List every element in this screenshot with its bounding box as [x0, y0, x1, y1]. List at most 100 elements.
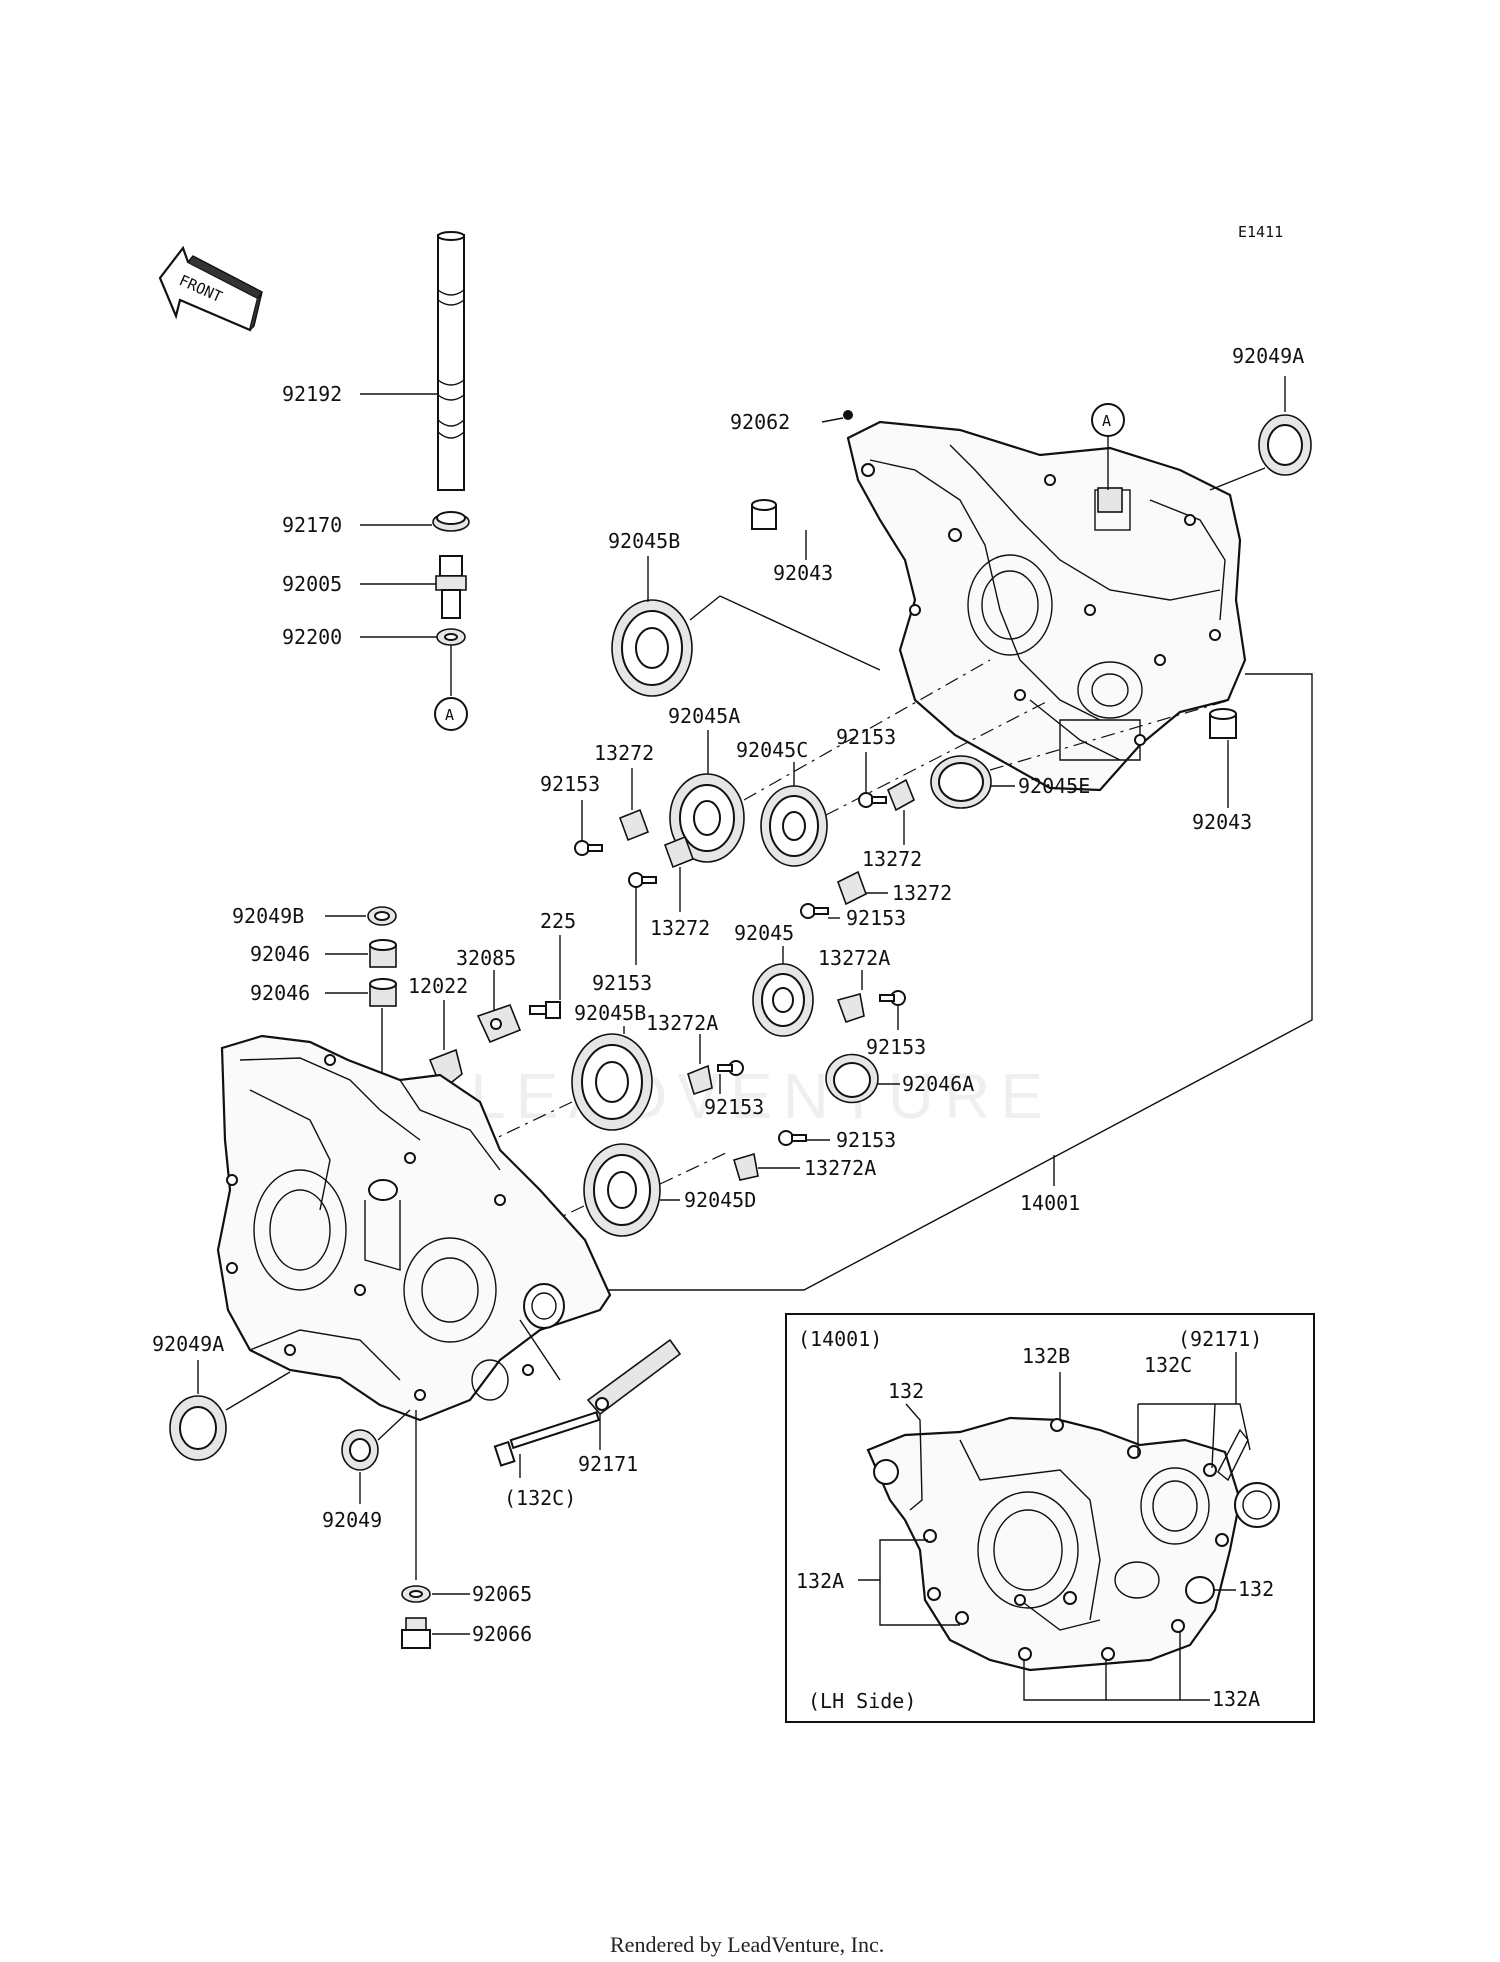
- bearing-92045A: [669, 773, 745, 863]
- bolt-225: [529, 1001, 561, 1019]
- label-13272-a: 13272: [594, 741, 654, 765]
- plate-13272-a: [618, 808, 650, 842]
- inset-label-132A-bottom: 132A: [1212, 1687, 1260, 1711]
- guide-92171: [586, 1338, 682, 1416]
- label-92171: 92171: [578, 1452, 638, 1476]
- screw-92153-b: [628, 872, 657, 888]
- bolt-132C: [493, 1411, 601, 1467]
- diagram-code: E1411: [1238, 223, 1283, 241]
- label-92192: 92192: [282, 382, 342, 406]
- label-92049: 92049: [322, 1508, 382, 1532]
- oil-seal-92049A-top: [1258, 414, 1312, 476]
- bolt-92062: [843, 410, 853, 420]
- ref-marker-a-left: A: [434, 697, 468, 731]
- front-arrow-icon: FRONT: [158, 245, 264, 332]
- screw-92153-c: [858, 792, 887, 808]
- plate-13272A-a: [836, 990, 906, 1024]
- label-92045A: 92045A: [668, 704, 740, 728]
- label-92066: 92066: [472, 1622, 532, 1646]
- plate-13272-d: [837, 870, 867, 906]
- dowel-pin-92043-top: [751, 499, 777, 530]
- inset-lh-side: (14001) (LH Side) (92171) 132 132B 132C …: [785, 1313, 1315, 1723]
- plate-13272A-b: [687, 1060, 744, 1096]
- label-92200: 92200: [282, 625, 342, 649]
- label-13272-b: 13272: [650, 916, 710, 940]
- label-92045: 92045: [734, 921, 794, 945]
- plate-13272-c: [886, 778, 916, 812]
- bearing-92045B-mid: [571, 1033, 653, 1131]
- label-225: 225: [540, 909, 576, 933]
- label-92153-c: 92153: [836, 725, 896, 749]
- label-92049B: 92049B: [232, 904, 304, 928]
- screw-92153-g: [778, 1130, 807, 1146]
- label-13272A-b: 13272A: [646, 1011, 718, 1035]
- label-92065: 92065: [472, 1582, 532, 1606]
- label-92045E: 92045E: [1018, 774, 1090, 798]
- inset-label-132A-left: 132A: [796, 1569, 844, 1593]
- svg-text:A: A: [1102, 412, 1111, 430]
- plate-13272A-c: [733, 1152, 759, 1181]
- bracket-32085: [476, 1003, 522, 1044]
- breather-hose-92192: [437, 231, 465, 491]
- label-92045D: 92045D: [684, 1188, 756, 1212]
- washer-92200: [436, 628, 466, 646]
- screw-92153-a: [574, 840, 603, 856]
- right-crankcase-half: [846, 420, 1247, 792]
- inset-label-92171: (92171): [1178, 1327, 1262, 1351]
- inset-subtitle: (LH Side): [808, 1689, 916, 1713]
- inset-label-132B: 132B: [1022, 1344, 1070, 1368]
- label-12022: 12022: [408, 974, 468, 998]
- label-13272-c: 13272: [862, 847, 922, 871]
- label-132C-paren: (132C): [504, 1486, 576, 1510]
- label-92045B-top: 92045B: [608, 529, 680, 553]
- label-13272A-a: 13272A: [818, 946, 890, 970]
- drain-bolt-92066: [401, 1617, 431, 1649]
- watermark: LEADVENTURE: [470, 1060, 1053, 1132]
- label-92153-a: 92153: [540, 772, 600, 796]
- label-92045C: 92045C: [736, 738, 808, 762]
- svg-text:A: A: [445, 706, 454, 724]
- label-92043-top: 92043: [773, 561, 833, 585]
- bushing-92046-b: [369, 978, 397, 1007]
- label-92170: 92170: [282, 513, 342, 537]
- footer-credit: Rendered by LeadVenture, Inc.: [610, 1932, 884, 1957]
- label-92043-right: 92043: [1192, 810, 1252, 834]
- label-13272-d: 13272: [892, 881, 952, 905]
- left-crankcase-half: [216, 1034, 612, 1422]
- needle-bearing-92045E: [930, 755, 992, 809]
- label-13272A-c: 13272A: [804, 1156, 876, 1180]
- dowel-pin-92043-right: [1209, 708, 1237, 739]
- bearing-92045C: [760, 785, 828, 867]
- oil-seal-92049A-left: [169, 1395, 227, 1461]
- label-92046-a: 92046: [250, 942, 310, 966]
- ref-marker-a-right: A: [1091, 403, 1125, 437]
- inset-label-132C: 132C: [1144, 1353, 1192, 1377]
- fitting-92005: [435, 555, 467, 619]
- label-92046A: 92046A: [902, 1072, 974, 1096]
- screw-92153-d: [800, 903, 829, 919]
- inset-label-132-top: 132: [888, 1379, 924, 1403]
- label-14001: 14001: [1020, 1191, 1080, 1215]
- label-92153-g: 92153: [836, 1128, 896, 1152]
- label-92153-b: 92153: [592, 971, 652, 995]
- seal-92049: [341, 1429, 379, 1471]
- hose-clamp-92170: [432, 511, 470, 532]
- label-92062: 92062: [730, 410, 790, 434]
- seal-92049B: [367, 906, 397, 926]
- label-92153-d: 92153: [846, 906, 906, 930]
- label-92045B-mid: 92045B: [574, 1001, 646, 1025]
- label-92046-b: 92046: [250, 981, 310, 1005]
- inset-label-132-right: 132: [1238, 1577, 1274, 1601]
- washer-92065: [401, 1585, 431, 1603]
- bearing-92045B-top: [611, 599, 693, 697]
- label-92049A-top: 92049A: [1232, 344, 1304, 368]
- plate-13272-b: [663, 835, 695, 869]
- label-92153-e: 92153: [866, 1035, 926, 1059]
- bushing-92046-a: [369, 939, 397, 968]
- bearing-92045: [752, 963, 814, 1037]
- bearing-92045D: [583, 1143, 661, 1237]
- label-92005: 92005: [282, 572, 342, 596]
- label-92049A-left: 92049A: [152, 1332, 224, 1356]
- label-32085: 32085: [456, 946, 516, 970]
